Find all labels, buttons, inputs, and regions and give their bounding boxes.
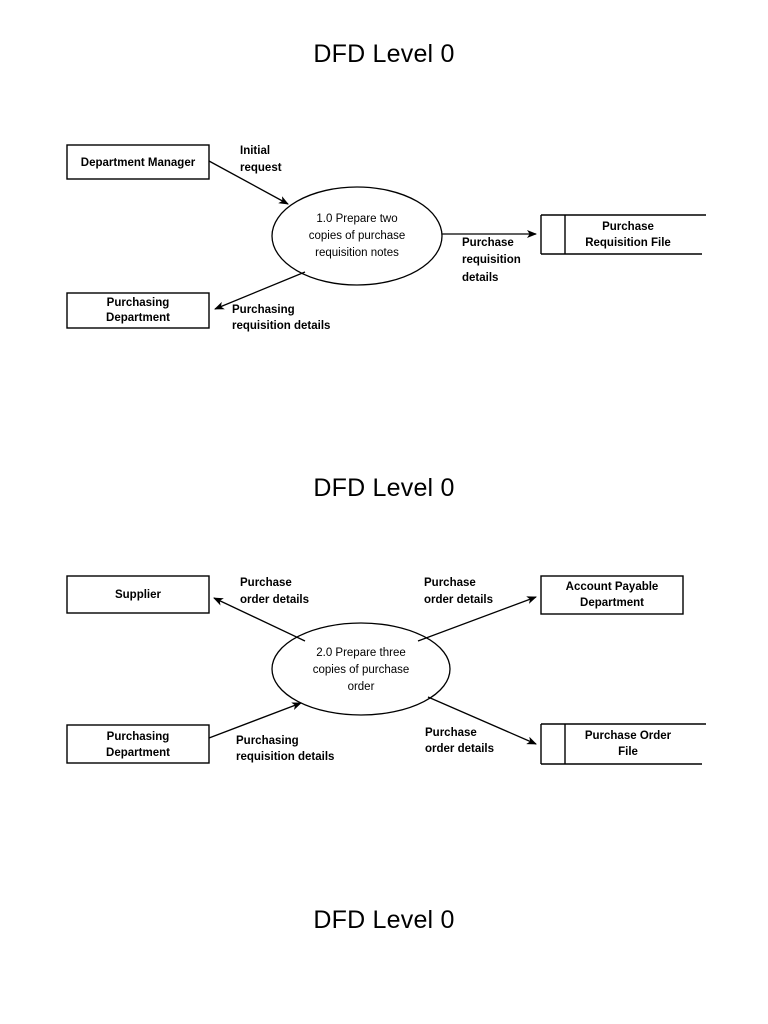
page-title-diagram-2: DFD Level 0 — [313, 474, 455, 502]
entity-purchasing-department-2-label-line1: Purchasing — [107, 731, 170, 743]
flow-purchase-order-details-file: Purchase order details — [425, 696, 537, 755]
flow-purchase-requisition-details-label-line1: Purchase — [462, 237, 514, 249]
datastore-purchase-requisition-file-label-line1: Purchase — [602, 221, 654, 233]
entity-account-payable-department-label-line2: Department — [580, 597, 644, 609]
entity-purchasing-department-2[interactable]: Purchasing Department — [66, 724, 210, 764]
flow-purchase-order-details-accounts-label-line2: order details — [424, 594, 493, 606]
flow-purchase-order-details-supplier: Purchase order details — [213, 577, 309, 642]
process-2-0-label-line3: order — [348, 681, 375, 693]
datastore-purchase-order-file[interactable]: Purchase Order File — [540, 723, 706, 765]
entity-purchasing-department-1-label-line2: Department — [106, 312, 170, 324]
process-2-0[interactable]: 2.0 Prepare three copies of purchase ord… — [271, 622, 451, 716]
entity-department-manager-label: Department Manager — [81, 157, 196, 169]
flow-purchase-order-details-file-label-line1: Purchase — [425, 727, 477, 739]
flow-purchase-order-details-accounts-label-line1: Purchase — [424, 577, 476, 589]
flow-initial-request-label-line1: Initial — [240, 145, 270, 157]
flow-initial-request-label-line2: request — [240, 162, 282, 174]
datastore-purchase-order-file-label-line2: File — [618, 746, 638, 758]
process-1-0[interactable]: 1.0 Prepare two copies of purchase requi… — [271, 186, 443, 286]
page-title-diagram-1: DFD Level 0 — [313, 40, 455, 68]
datastore-purchase-requisition-file-label-line2: Requisition File — [585, 237, 671, 249]
process-2-0-label-line1: 2.0 Prepare three — [316, 647, 406, 659]
entity-department-manager[interactable]: Department Manager — [66, 144, 210, 180]
entity-supplier-label: Supplier — [115, 589, 162, 601]
flow-purchasing-requisition-details-2: Purchasing requisition details — [208, 702, 334, 763]
flow-purchase-order-details-supplier-label-line1: Purchase — [240, 577, 292, 589]
flow-purchasing-requisition-details-1-label-line1: Purchasing — [232, 304, 295, 316]
page-title-diagram-3: DFD Level 0 — [313, 906, 455, 934]
flow-purchase-order-details-accounts: Purchase order details — [417, 577, 537, 642]
flow-purchase-requisition-details-label-line2: requisition — [462, 254, 521, 266]
entity-account-payable-department-label-line1: Account Payable — [566, 581, 659, 593]
entity-account-payable-department[interactable]: Account Payable Department — [540, 575, 684, 615]
flow-purchase-requisition-details-label-line3: details — [462, 272, 498, 284]
flow-purchase-order-details-file-label-line2: order details — [425, 743, 494, 755]
flow-purchasing-requisition-details-1-label-line2: requisition details — [232, 320, 330, 332]
entity-purchasing-department-1[interactable]: Purchasing Department — [66, 292, 210, 329]
entity-purchasing-department-1-label-line1: Purchasing — [107, 297, 170, 309]
process-2-0-label-line2: copies of purchase — [313, 664, 410, 676]
entity-supplier[interactable]: Supplier — [66, 575, 210, 614]
process-1-0-label-line1: 1.0 Prepare two — [316, 213, 397, 225]
flow-purchasing-requisition-details-2-label-line1: Purchasing — [236, 735, 299, 747]
process-1-0-label-line2: copies of purchase — [309, 230, 406, 242]
process-1-0-label-line3: requisition notes — [315, 247, 399, 259]
flow-purchasing-requisition-details-2-label-line2: requisition details — [236, 751, 334, 763]
flow-purchase-order-details-supplier-label-line2: order details — [240, 594, 309, 606]
flow-purchasing-requisition-details-1: Purchasing requisition details — [214, 271, 330, 332]
entity-purchasing-department-2-label-line2: Department — [106, 747, 170, 759]
flow-purchase-requisition-details: Purchase requisition details — [442, 230, 537, 284]
flow-initial-request: Initial request — [208, 145, 289, 205]
datastore-purchase-order-file-label-line1: Purchase Order — [585, 730, 672, 742]
datastore-purchase-requisition-file[interactable]: Purchase Requisition File — [540, 214, 706, 255]
